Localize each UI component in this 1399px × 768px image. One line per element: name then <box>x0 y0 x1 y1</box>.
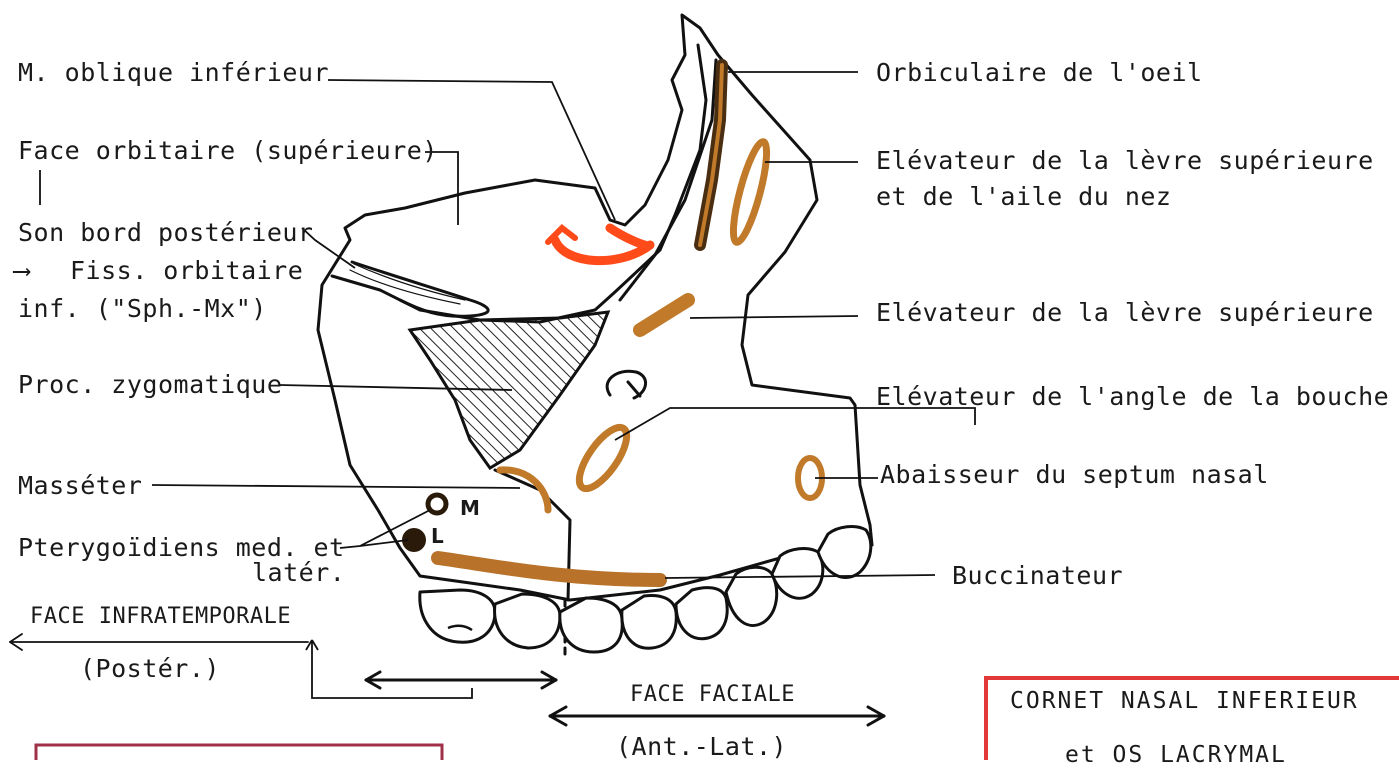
label-masseter: Masséter <box>18 473 142 498</box>
tooth-molar-1 <box>560 598 622 652</box>
label-bord-posterieur: Son bord postérieur <box>18 220 313 245</box>
label-l-marker: L <box>431 526 444 546</box>
label-elevateur-aile-1: Elévateur de la lèvre supérieure <box>876 148 1374 173</box>
label-pterygoidiens: Pterygoïdiens med. et <box>18 535 345 560</box>
label-pterygoidiens-later: latér. <box>252 560 345 585</box>
levator-anguli-oris-insertion <box>571 420 635 495</box>
label-face-infratemporale: FACE INFRATEMPORALE <box>30 606 291 628</box>
label-proc-zygomatique: Proc. zygomatique <box>18 372 282 397</box>
levator-labii-insertion <box>640 300 688 330</box>
infratemporal-bracket <box>312 640 472 698</box>
tooth-molar-3 <box>420 590 495 642</box>
label-elevateur-aile-2: et de l'aile du nez <box>876 184 1171 209</box>
label-buccinateur: Buccinateur <box>952 563 1123 588</box>
infraorbital-foramen <box>607 371 645 398</box>
maxilla-outline <box>318 15 872 600</box>
buccinator-insertion <box>438 558 660 580</box>
tooth-premolar-1 <box>676 588 727 639</box>
label-orbiculaire: Orbiculaire de l'oeil <box>876 60 1203 85</box>
leader-elev-angle <box>615 408 975 440</box>
lacrimal-edge <box>620 60 716 300</box>
label-abaisseur: Abaisseur du septum nasal <box>880 462 1269 487</box>
label-oblique-inferieur: M. oblique inférieur <box>18 60 329 85</box>
label-m-marker: M <box>460 498 480 518</box>
levator-labii-alae-insertion <box>727 139 773 245</box>
tooth-premolar-2 <box>622 596 676 649</box>
tooth-incisor-lateral <box>772 549 823 599</box>
bottom-left-box <box>36 745 442 760</box>
pterygoid-medial-marker <box>428 495 446 513</box>
label-elevateur-angle: Elévateur de l'angle de la bouche <box>876 384 1389 409</box>
label-face-orbitaire: Face orbitaire (supérieure) <box>18 138 438 163</box>
label-face-faciale: FACE FACIALE <box>630 684 795 706</box>
leader-elev-levre <box>690 316 858 318</box>
label-fissure-orbitaire: Fiss. orbitaire <box>70 258 303 283</box>
label-ant-lat: (Ant.-Lat.) <box>616 734 787 759</box>
arrow-fissure-icon: ⟶ <box>14 258 30 283</box>
box-title-line2: et OS LACRYMAL <box>1065 744 1287 767</box>
label-poster: (Postér.) <box>80 656 220 681</box>
leader-masseter <box>152 485 520 488</box>
label-elevateur-levre: Elévateur de la lèvre supérieure <box>876 300 1374 325</box>
tooth-molar-2 <box>495 594 560 648</box>
tooth-incisor-central <box>818 527 871 578</box>
label-fissure-inf: inf. ("Sph.-Mx") <box>18 296 267 321</box>
box-title-line1: CORNET NASAL INFERIEUR <box>1010 690 1395 713</box>
